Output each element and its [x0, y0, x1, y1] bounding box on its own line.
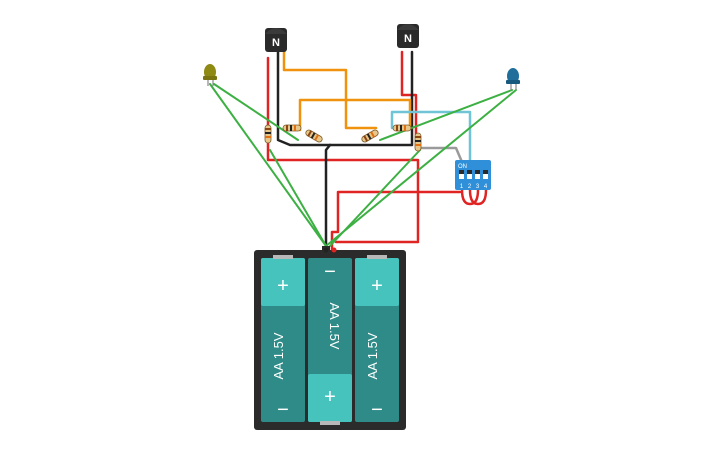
- led-yellow[interactable]: [203, 64, 217, 86]
- transistor-q2[interactable]: N: [397, 24, 419, 48]
- dip-switch-on-label: ON: [458, 164, 467, 170]
- wire-green-6[interactable]: [329, 149, 421, 247]
- wire-lightblue[interactable]: [390, 110, 472, 164]
- cell-3-top-terminal: +: [371, 275, 383, 297]
- battery-cell-3: + AA 1.5V −: [355, 255, 399, 422]
- resistors: [264, 124, 422, 152]
- battery-lead-red[interactable]: [331, 247, 337, 253]
- resistor-r4[interactable]: [361, 129, 380, 143]
- cell-1-top-terminal: +: [277, 275, 289, 297]
- dip-switch[interactable]: ON 1 2 3 4: [455, 160, 491, 190]
- dip-toggle-3[interactable]: [475, 170, 480, 179]
- wire-orange-top[interactable]: [282, 50, 378, 130]
- dip-pos-1: 1: [460, 184, 464, 190]
- cell-3-bottom-terminal: −: [371, 399, 383, 421]
- dip-pos-4: 4: [484, 184, 488, 190]
- wire-green-4[interactable]: [379, 89, 513, 141]
- dip-toggle-1[interactable]: [459, 170, 464, 179]
- battery-cell-2: − AA 1.5V +: [308, 258, 352, 425]
- battery-pack[interactable]: + AA 1.5V − − AA 1.5V + + AA 1.5V −: [254, 246, 406, 430]
- wire-red-battery[interactable]: [330, 190, 462, 252]
- wire-red-left-rail[interactable]: [266, 56, 420, 242]
- cell-1-bottom-terminal: −: [277, 399, 289, 421]
- wire-dip-loop-2[interactable]: [468, 188, 488, 206]
- resistor-r5[interactable]: [392, 124, 412, 132]
- dip-pos-3: 3: [476, 184, 480, 190]
- resistor-r2[interactable]: [282, 124, 302, 132]
- wire-orange-mid[interactable]: [298, 98, 412, 132]
- cell-2-bottom-terminal: +: [324, 386, 336, 408]
- wire-dip-loop-1[interactable]: [460, 188, 480, 206]
- wire-green-2[interactable]: [213, 83, 299, 141]
- battery-cell-1: + AA 1.5V −: [261, 255, 305, 422]
- transistor-q2-mark: N: [404, 33, 412, 45]
- led-blue[interactable]: [506, 68, 520, 90]
- cell-3-label: AA 1.5V: [365, 332, 380, 379]
- dip-toggle-2[interactable]: [467, 170, 472, 179]
- transistor-q1-mark: N: [272, 37, 280, 49]
- dip-pos-2: 2: [468, 184, 472, 190]
- cell-1-label: AA 1.5V: [271, 332, 286, 379]
- wires: [209, 50, 517, 252]
- cell-2-label: AA 1.5V: [327, 303, 342, 350]
- resistor-r6[interactable]: [414, 132, 422, 152]
- cell-2-top-terminal: −: [324, 261, 336, 283]
- wire-green-3[interactable]: [325, 89, 517, 247]
- wire-green-5[interactable]: [269, 149, 327, 247]
- wire-black-battery[interactable]: [324, 143, 332, 252]
- dip-toggle-4[interactable]: [483, 170, 488, 179]
- wire-black-left[interactable]: [276, 50, 414, 147]
- battery-lead-black[interactable]: [323, 247, 329, 253]
- resistor-r3[interactable]: [305, 129, 324, 143]
- transistor-q1[interactable]: N: [265, 28, 287, 52]
- wire-red-top-right[interactable]: [400, 50, 418, 137]
- wire-green-1[interactable]: [209, 83, 327, 247]
- resistor-r1[interactable]: [264, 124, 272, 144]
- wire-gray[interactable]: [418, 146, 464, 164]
